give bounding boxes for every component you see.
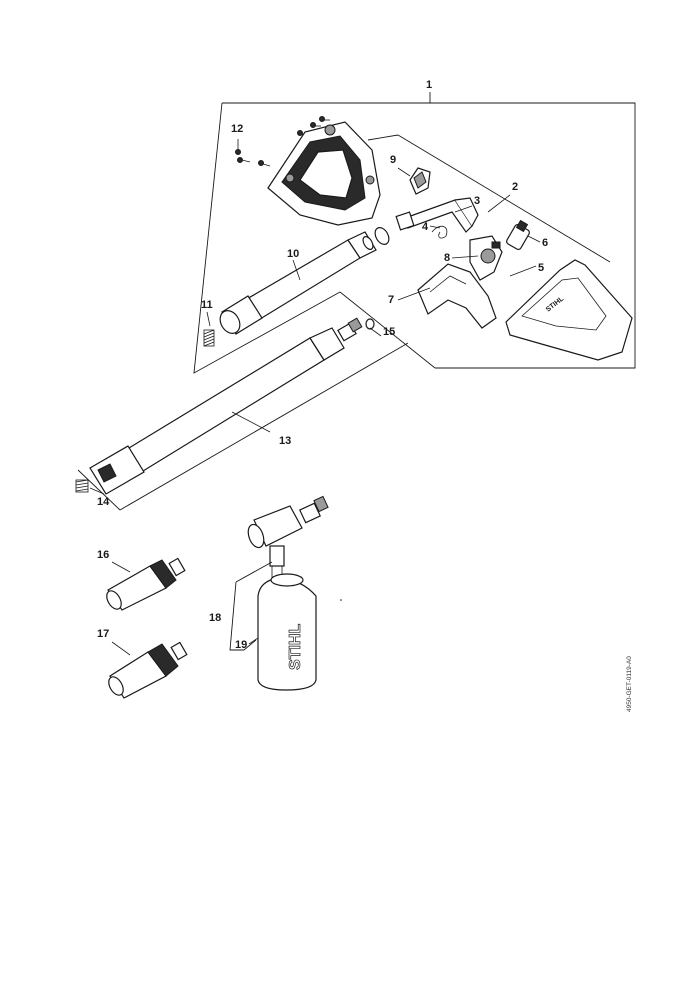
callout-8: 8 (444, 252, 451, 264)
lance-13 (89, 317, 375, 495)
screw-12-group (235, 116, 330, 167)
assembly-frame-13 (77, 342, 409, 511)
leader-lines (89, 167, 541, 656)
spring-11 (203, 329, 215, 347)
assembly-frame-1 (193, 92, 636, 374)
callout-11: 11 (201, 299, 213, 311)
trigger-7 (417, 263, 497, 329)
handle-grip-5: STIHL (505, 259, 633, 361)
callout-18: 18 (209, 612, 222, 624)
plug-6 (506, 219, 530, 251)
callout-6: 6 (542, 237, 549, 249)
callout-1: 1 (426, 79, 433, 91)
callout-19: 19 (235, 639, 248, 651)
extension-tube-10 (219, 227, 390, 335)
fitting-9 (409, 167, 431, 195)
foam-lance-head-18 (247, 495, 329, 581)
callout-16: 16 (97, 549, 110, 561)
valve-8 (469, 235, 503, 281)
callout-10: 10 (287, 248, 300, 260)
bracket-18-19 (229, 561, 273, 651)
bottle-brand-text: STIHL (287, 624, 304, 670)
handle-housing (267, 121, 381, 226)
callout-12: 12 (231, 123, 244, 135)
foam-bottle-19: STIHL (257, 573, 317, 691)
pipe-3 (395, 197, 479, 233)
callout-4: 4 (422, 221, 429, 233)
nozzle-17 (108, 641, 188, 699)
callout-13: 13 (279, 435, 292, 447)
callout-5: 5 (538, 262, 545, 274)
assembly-frame-2 (339, 134, 611, 369)
clip-4 (431, 225, 448, 239)
nozzle-16 (106, 557, 186, 611)
callout-2: 2 (512, 181, 519, 193)
drawing-code: 4950-GET-0119-A0 (626, 656, 633, 712)
callout-17: 17 (97, 628, 110, 640)
callout-9: 9 (390, 154, 397, 166)
callout-14: 14 (97, 496, 110, 508)
callout-3: 3 (474, 195, 481, 207)
callout-7: 7 (388, 294, 395, 306)
callout-15: 15 (383, 326, 396, 338)
spring-14 (75, 479, 89, 493)
